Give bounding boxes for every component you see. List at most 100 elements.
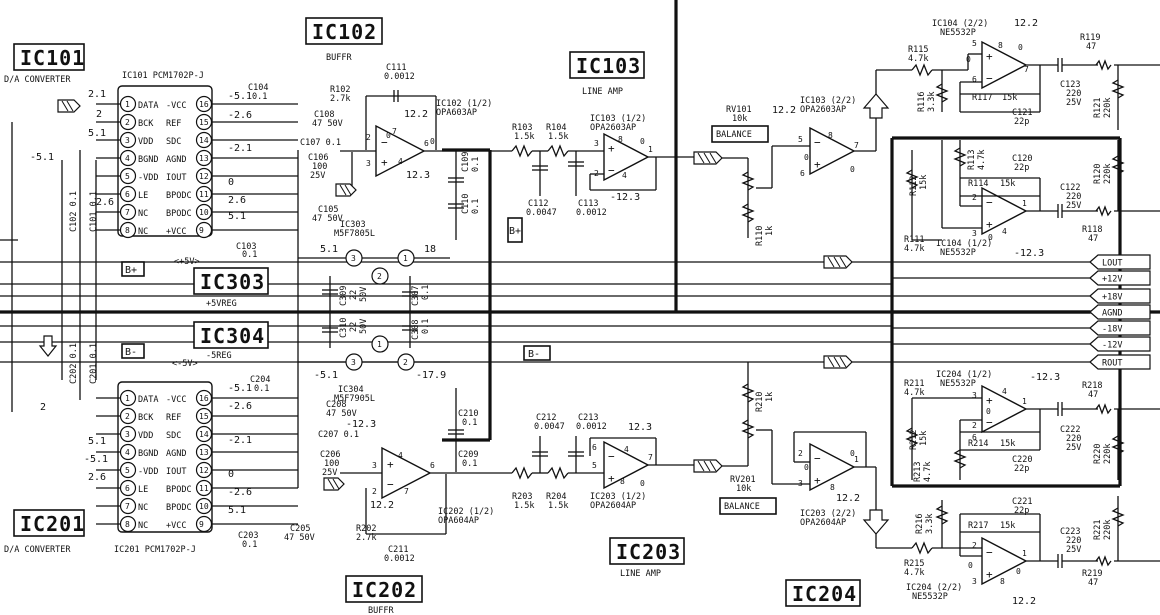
r119-ref: R119 (1080, 33, 1100, 43)
connector-18v (1089, 288, 1151, 304)
svg-text:8: 8 (998, 41, 1003, 50)
svg-text:1: 1 (854, 455, 859, 464)
ic101-pin-label: BCK (138, 119, 154, 129)
c307-value: 0.1 (421, 285, 431, 300)
ic202-function: BUFFR (368, 606, 394, 615)
r116-ref: R116 (917, 92, 927, 112)
ic201-part: IC201 PCM1702P-J (114, 545, 196, 555)
c308-value: 0.1 (421, 319, 431, 334)
c123-rating: 25V (1066, 98, 1081, 108)
svg-text:0: 0 (386, 131, 391, 140)
ic204a-partno: IC204 (1/2) (936, 370, 992, 380)
c206-ref: C206 (320, 450, 340, 460)
r119-resistor (1095, 59, 1112, 71)
ic103-opamp (603, 132, 650, 182)
c105-ref: C105 (318, 205, 338, 215)
c208-value: 47 50V (326, 409, 357, 419)
r216-value: 3.3k (925, 514, 935, 534)
ic204b-model: NE5532P (912, 592, 948, 602)
r210-ref: R210 (755, 392, 765, 412)
connector-label: -18V (1102, 325, 1122, 335)
c222-rating: 25V (1066, 443, 1081, 453)
svg-text:4: 4 (398, 451, 403, 460)
ic101-chip-body (117, 85, 213, 237)
svg-text:0: 0 (640, 479, 645, 488)
c211-ref: C211 (388, 545, 408, 555)
ic101-pin-label: REF (166, 119, 181, 129)
ic201-pin-label: BPODC (166, 485, 192, 495)
c113-ref: C113 (578, 199, 598, 209)
c213-ref: C213 (578, 413, 598, 423)
ic201-pin-label: -VDD (138, 467, 158, 477)
c206-value: 100 (324, 459, 339, 469)
bminus-tag (121, 343, 145, 359)
r204-value: 1.5k (548, 501, 568, 511)
svg-text:8: 8 (618, 135, 623, 144)
ic103b-opamp (809, 126, 856, 176)
rv201-value: 10k (736, 484, 751, 494)
ic103-model: OPA2603AP (590, 123, 636, 133)
connector-18v (1089, 320, 1151, 336)
c102-ref: C102 0.1 (69, 191, 79, 232)
ic101-pin-12 (195, 167, 213, 185)
ic204-title-box (785, 579, 861, 607)
svg-text:−: − (608, 164, 615, 177)
r219-value: 47 (1088, 578, 1098, 588)
r220-resistor (1111, 435, 1125, 455)
ic201-pin-number: 16 (199, 394, 209, 403)
r218-ref: R218 (1082, 381, 1102, 391)
c309-value: 22 (349, 290, 359, 300)
connector-label: -12V (1102, 341, 1122, 351)
svg-text:−: − (608, 450, 615, 463)
ic201-pin-number: 15 (199, 412, 209, 421)
ic104a-opamp (981, 186, 1028, 236)
c107-ref: C107 0.1 (300, 138, 341, 148)
ic201-pin-number: 10 (199, 502, 209, 511)
ic202-partno: IC202 (1/2) (438, 507, 494, 517)
c110-value: 0.1 (471, 199, 481, 214)
bplus-label: B+ (125, 265, 137, 276)
svg-text:0: 0 (640, 137, 645, 146)
ic201-pin-number: 14 (199, 430, 209, 439)
ic101-pin-number: 12 (199, 172, 209, 181)
c223-value: 220 (1066, 536, 1081, 546)
c310-ref: C310 (339, 318, 349, 338)
c205-ref: C205 (290, 524, 310, 534)
ic101-pin-label: -VCC (166, 101, 186, 111)
ic201-vcc-pos-voltage: 5.1 (228, 505, 246, 516)
balance-block: RV101 10k BALANCE RV201 10k BALANCE R110… (693, 70, 890, 548)
ic201-function: D/A CONVERTER (4, 545, 71, 555)
ic101-pin-number: 16 (199, 100, 209, 109)
ic101-pin-10 (195, 203, 213, 221)
ic201-ref-voltage: -2.6 (228, 401, 252, 412)
ic104b-opamp (981, 40, 1028, 90)
r115-ref: R115 (908, 45, 928, 55)
c108-value: 47 50V (312, 119, 343, 129)
ic103-block: IC103 LINE AMP R103 1.5k R104 1.5k IC103… (511, 51, 700, 218)
r212-value: 15k (919, 431, 929, 446)
svg-text:8: 8 (620, 477, 625, 486)
ic101-pin-number: 6 (125, 190, 130, 199)
ic101-pin-label: BPODC (166, 191, 192, 201)
svg-text:+: + (986, 394, 993, 407)
c210-ref: C210 (458, 409, 478, 419)
ic201-data-voltage: 2 (40, 402, 46, 413)
ic101-pin-label: NC (138, 209, 148, 219)
ic201-pin-number: 3 (125, 430, 130, 439)
ic101-pin-label: -VDD (138, 173, 158, 183)
ic201-title-box (13, 509, 85, 537)
ic203-model: OPA2604AP (590, 501, 636, 511)
r112-ref: R112 (909, 176, 919, 196)
c210-value: 0.1 (462, 418, 477, 428)
ic101-pin-7 (119, 203, 137, 221)
r116-resistor (935, 83, 949, 103)
c223-rating: 25V (1066, 545, 1081, 555)
ic101-title-box (13, 43, 85, 71)
r213-value: 4.7k (923, 462, 933, 482)
ic201-pin-number: 12 (199, 466, 209, 475)
c121-ref: C121 (1012, 108, 1032, 118)
rv101-balance-label: BALANCE (716, 130, 752, 140)
r221-value: 220k (1103, 520, 1113, 540)
ic201-pin-14 (195, 425, 213, 443)
